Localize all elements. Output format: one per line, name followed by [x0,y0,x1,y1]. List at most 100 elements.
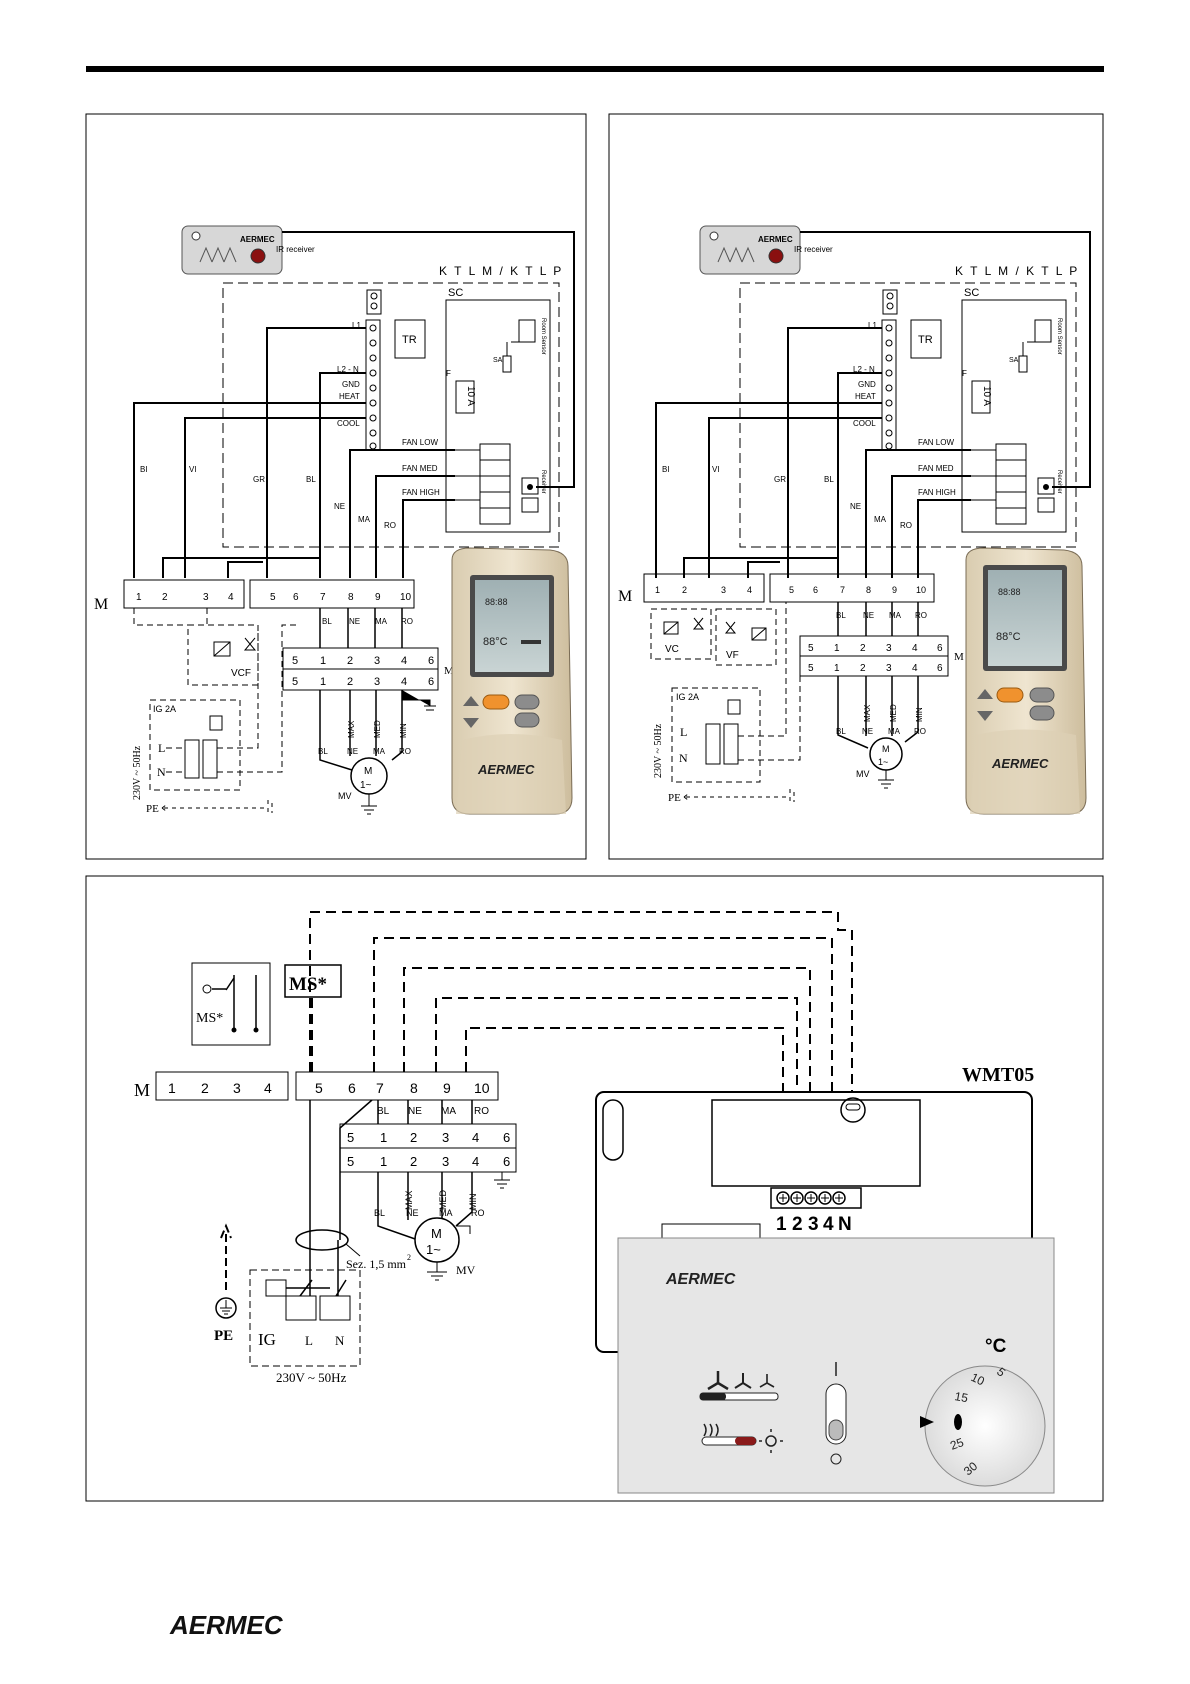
wire-ma: MA [358,515,371,524]
svg-text:TR: TR [918,334,933,346]
mv-label-a: MV [338,791,352,801]
svg-text:2: 2 [407,1253,411,1262]
remote-control-b: 88:88 88°C AERMEC [965,547,1087,815]
svg-text:1: 1 [834,663,840,674]
svg-text:HEAT: HEAT [855,392,876,401]
svg-text:7: 7 [376,1080,384,1096]
svg-text:10: 10 [916,585,926,595]
svg-text:5: 5 [315,1080,323,1096]
svg-text:N: N [838,1214,852,1235]
ms-box [284,964,342,998]
svg-text:L: L [305,1333,313,1348]
svg-text:SC: SC [964,287,979,299]
svg-text:5: 5 [292,655,298,667]
svg-text:10 A: 10 A [981,386,992,406]
svg-text:230V ~ 50Hz: 230V ~ 50Hz [653,723,664,778]
svg-text:4: 4 [912,643,918,654]
svg-text:2: 2 [860,663,866,674]
svg-text:BL: BL [836,611,846,620]
svg-text:MA: MA [373,747,386,756]
svg-text:3: 3 [886,643,892,654]
svg-text:10: 10 [400,592,412,603]
heat-icon [703,1423,719,1437]
svg-text:3: 3 [374,655,380,667]
svg-text:15: 15 [953,1389,969,1405]
svg-text:COOL: COOL [853,419,876,428]
svg-text:BL: BL [322,617,332,626]
svg-text:4: 4 [472,1154,479,1169]
svg-text:88°C: 88°C [996,631,1021,643]
svg-text:RO: RO [900,521,912,530]
svg-text:10: 10 [474,1080,490,1096]
svg-text:PE: PE [668,792,681,804]
svg-text:M: M [364,766,372,777]
svg-text:FAN LOW: FAN LOW [918,438,954,447]
svg-text:1: 1 [380,1130,387,1145]
fan-speed-icon [707,1371,775,1391]
ig-switch-c [249,1269,361,1367]
svg-text:9: 9 [375,592,381,603]
svg-text:M: M [618,588,632,605]
temperature-dial[interactable] [924,1365,1046,1487]
svg-text:3: 3 [721,585,726,595]
dial-marks: 5 10 15 25 30 [948,1365,1008,1479]
remote-control: 88:88 88°C AERMEC [451,547,573,815]
vcf-label: VCF [231,668,251,679]
svg-text:NE: NE [347,747,358,756]
wire-bl: BL [306,475,316,484]
svg-text:M: M [431,1226,442,1241]
svg-text:1: 1 [655,585,660,595]
svg-text:2: 2 [347,655,353,667]
wire-vi: VI [189,465,197,474]
svg-text:BI: BI [662,465,670,474]
fan-high-label: FAN HIGH [402,488,440,497]
svg-text:NE: NE [349,617,360,626]
header-rule [86,66,1104,72]
svg-text:VF: VF [726,650,739,661]
svg-text:F: F [962,369,967,378]
remote-lcd [475,580,549,672]
svg-text:88:88: 88:88 [998,587,1021,597]
terminal-column-pins [369,324,377,450]
ig-switch-a [149,699,241,791]
svg-text:RO: RO [474,1106,489,1117]
cable-section-ellipse [295,1229,349,1251]
mv-label-c: MV [456,1263,476,1277]
svg-text:1~: 1~ [878,757,888,767]
ms-box-label: MS* [289,974,327,995]
terminal-strip-b [249,579,415,609]
svg-text:NE: NE [850,502,861,511]
svg-text:5: 5 [347,1130,354,1145]
svg-text:2: 2 [347,676,353,688]
fan-low-label: FAN LOW [402,438,438,447]
ir-receiver-label: IR receiver [276,245,315,254]
svg-text:N: N [157,765,166,779]
term-cool: COOL [337,419,360,428]
svg-text:BL: BL [836,727,846,736]
panel-a-remote-wiring: AERMEC IR receiver K T L M / K T L P L1 … [85,113,587,860]
svg-text:10: 10 [969,1370,987,1388]
svg-text:MED: MED [889,704,898,722]
term-l1: L1 [352,321,361,330]
svg-text:2: 2 [162,592,168,603]
svg-text:9: 9 [892,585,897,595]
ir-brand-logo: AERMEC [240,235,275,244]
svg-text:PE: PE [146,803,159,815]
svg-text:88:88: 88:88 [485,597,508,607]
svg-text:IG 2A: IG 2A [676,692,699,702]
svg-text:NE: NE [406,1208,419,1218]
svg-text:4: 4 [264,1080,272,1096]
svg-text:RO: RO [399,747,411,756]
svg-text:NE: NE [862,727,873,736]
svg-text:4: 4 [401,655,407,667]
control-board [445,299,551,533]
svg-text:5: 5 [789,585,794,595]
svg-text:IR receiver: IR receiver [794,245,833,254]
svg-text:MIN: MIN [915,707,924,722]
svg-text:IG: IG [258,1330,276,1349]
svg-text:1: 1 [834,643,840,654]
thermostat-model: WMT05 [962,1064,1034,1086]
panel-a-wires [133,327,455,578]
